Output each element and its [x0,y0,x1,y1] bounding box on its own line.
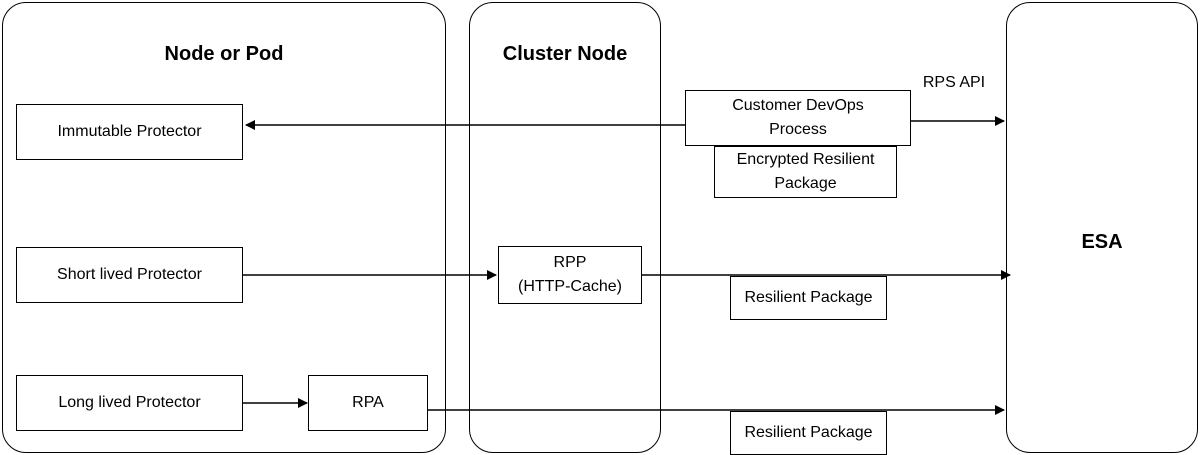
rps-api-label: RPS API [922,74,986,91]
resilient-package-box-2: Resilient Package [730,411,887,455]
resilient-package-label-1: Resilient Package [744,289,873,306]
rpp-box: RPP (HTTP-Cache) [498,246,642,304]
cluster-node-title: Cluster Node [502,43,628,65]
customer-devops-label-line2: Process [769,121,827,138]
rpp-label-line2: (HTTP-Cache) [517,278,622,295]
rpa-box: RPA [308,375,428,431]
encrypted-package-label-line2: Package [774,175,837,192]
rpa-label: RPA [352,394,384,411]
immutable-protector-box: Immutable Protector [16,104,243,160]
short-lived-protector-box: Short lived Protector [16,247,243,303]
encrypted-package-label-line1: Encrypted Resilient [736,151,875,168]
immutable-protector-label: Immutable Protector [57,123,202,140]
long-lived-protector-label: Long lived Protector [58,394,201,411]
resilient-package-box-1: Resilient Package [730,276,887,320]
esa-title: ESA [1081,231,1123,253]
customer-devops-process-box: Customer DevOps Process [685,90,911,146]
customer-devops-label-line1: Customer DevOps [732,97,864,114]
rpp-label-line1: RPP [553,254,587,271]
long-lived-protector-box: Long lived Protector [16,375,243,431]
esa-zone [1006,2,1198,453]
cluster-node-zone [469,2,661,453]
node-or-pod-title: Node or Pod [164,43,284,65]
short-lived-protector-label: Short lived Protector [57,266,202,283]
resilient-package-label-2: Resilient Package [744,424,873,441]
encrypted-resilient-package-box: Encrypted Resilient Package [714,146,897,198]
